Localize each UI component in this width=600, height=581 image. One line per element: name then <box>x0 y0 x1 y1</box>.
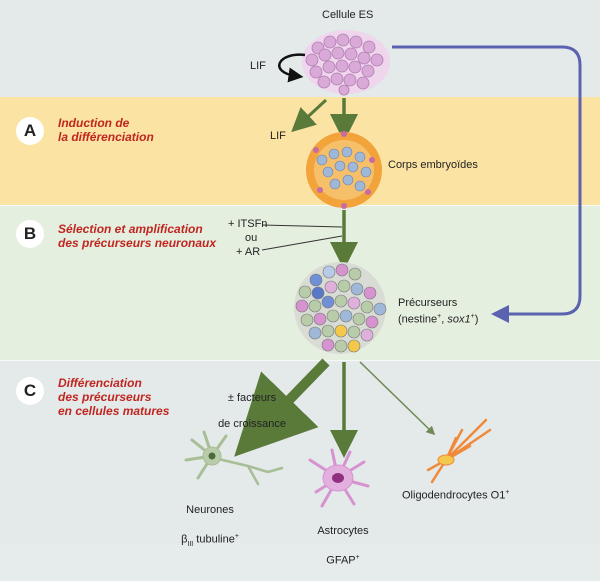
stage-a-circle: A <box>16 117 44 145</box>
precursors-line1: Précurseurs <box>398 297 458 309</box>
diagram-canvas <box>184 30 582 508</box>
ou-label: ou <box>245 232 258 244</box>
precursors-sox1: sox1 <box>447 313 471 326</box>
lif-label: LIF <box>270 130 286 142</box>
neuron-cell <box>184 430 284 486</box>
neurons-tubulin: tubuline <box>193 533 235 546</box>
astrocytes-label: Astrocytes GFAP+ <box>298 512 388 581</box>
precursor-cluster <box>294 262 387 354</box>
stage-a-title: Induction de la différenciation <box>58 116 154 144</box>
es-cell-cluster <box>302 30 390 96</box>
growth-line1: ± facteurs <box>227 392 277 404</box>
arrow-to-neurons <box>234 358 330 457</box>
stage-b-band <box>0 205 600 360</box>
neurons-sup: + <box>234 533 239 540</box>
precursors-sup2: + <box>470 313 475 320</box>
stage-b-letter: B <box>23 224 37 243</box>
lif-diagonal-arrow <box>291 98 328 133</box>
stage-b-title: Sélection et amplification des précurseu… <box>58 222 217 250</box>
stage-c-letter: C <box>23 381 37 400</box>
oligodendrocyte-cell <box>426 418 492 484</box>
stage-a-letter: A <box>23 121 37 140</box>
separator <box>0 360 600 361</box>
neurons-line2: βIII tubuline+ <box>165 530 255 551</box>
ar-line <box>261 235 343 251</box>
precursors-close: ) <box>474 313 479 326</box>
ar-label: + AR <box>236 246 261 258</box>
es-label: Cellule ES <box>322 9 374 21</box>
precursors-nestine: (nestine <box>398 313 438 326</box>
astro-line1: Astrocytes <box>317 525 369 537</box>
precursors-sep: , <box>441 313 448 326</box>
astrocyte-cell <box>308 448 370 508</box>
stage-c-circle: C <box>16 377 44 405</box>
astro-gfap: GFAP <box>326 554 356 567</box>
return-arrow <box>392 45 582 323</box>
precursors-label: Précurseurs (nestine+, sox1+) <box>398 297 478 327</box>
growth-factor-label: ± facteurs de croissance <box>212 379 292 444</box>
precursors-line2: (nestine+, sox1+) <box>398 310 478 327</box>
growth-line2: de croissance <box>218 418 286 430</box>
astro-sup: + <box>355 554 360 561</box>
stage-b-circle: B <box>16 220 44 248</box>
embryoid-label: Corps embryoïdes <box>388 159 478 171</box>
stage-c-title: Différenciation des précurseurs en cellu… <box>58 376 170 418</box>
lif-loop-arrow <box>278 53 306 83</box>
neurons-label: Neurones βIII tubuline+ <box>165 491 255 564</box>
embryoid-body <box>306 131 382 209</box>
arrow-to-oligodendrocytes <box>359 361 436 436</box>
precursors-sup1: + <box>437 313 442 320</box>
oligodendrocytes-label: Oligodendrocytes O1+ <box>402 486 509 503</box>
itsfn-label: + ITSFn <box>228 218 268 230</box>
lif-loop-label: LIF <box>250 60 266 72</box>
astro-line2: GFAP+ <box>298 551 388 568</box>
oligo-sup: + <box>505 489 510 496</box>
separator <box>0 205 600 206</box>
itsfn-line <box>261 224 343 228</box>
oligo-text: Oligodendrocytes O1 <box>402 489 506 502</box>
neurons-line1: Neurones <box>186 504 234 516</box>
neurons-beta: β <box>181 533 188 546</box>
